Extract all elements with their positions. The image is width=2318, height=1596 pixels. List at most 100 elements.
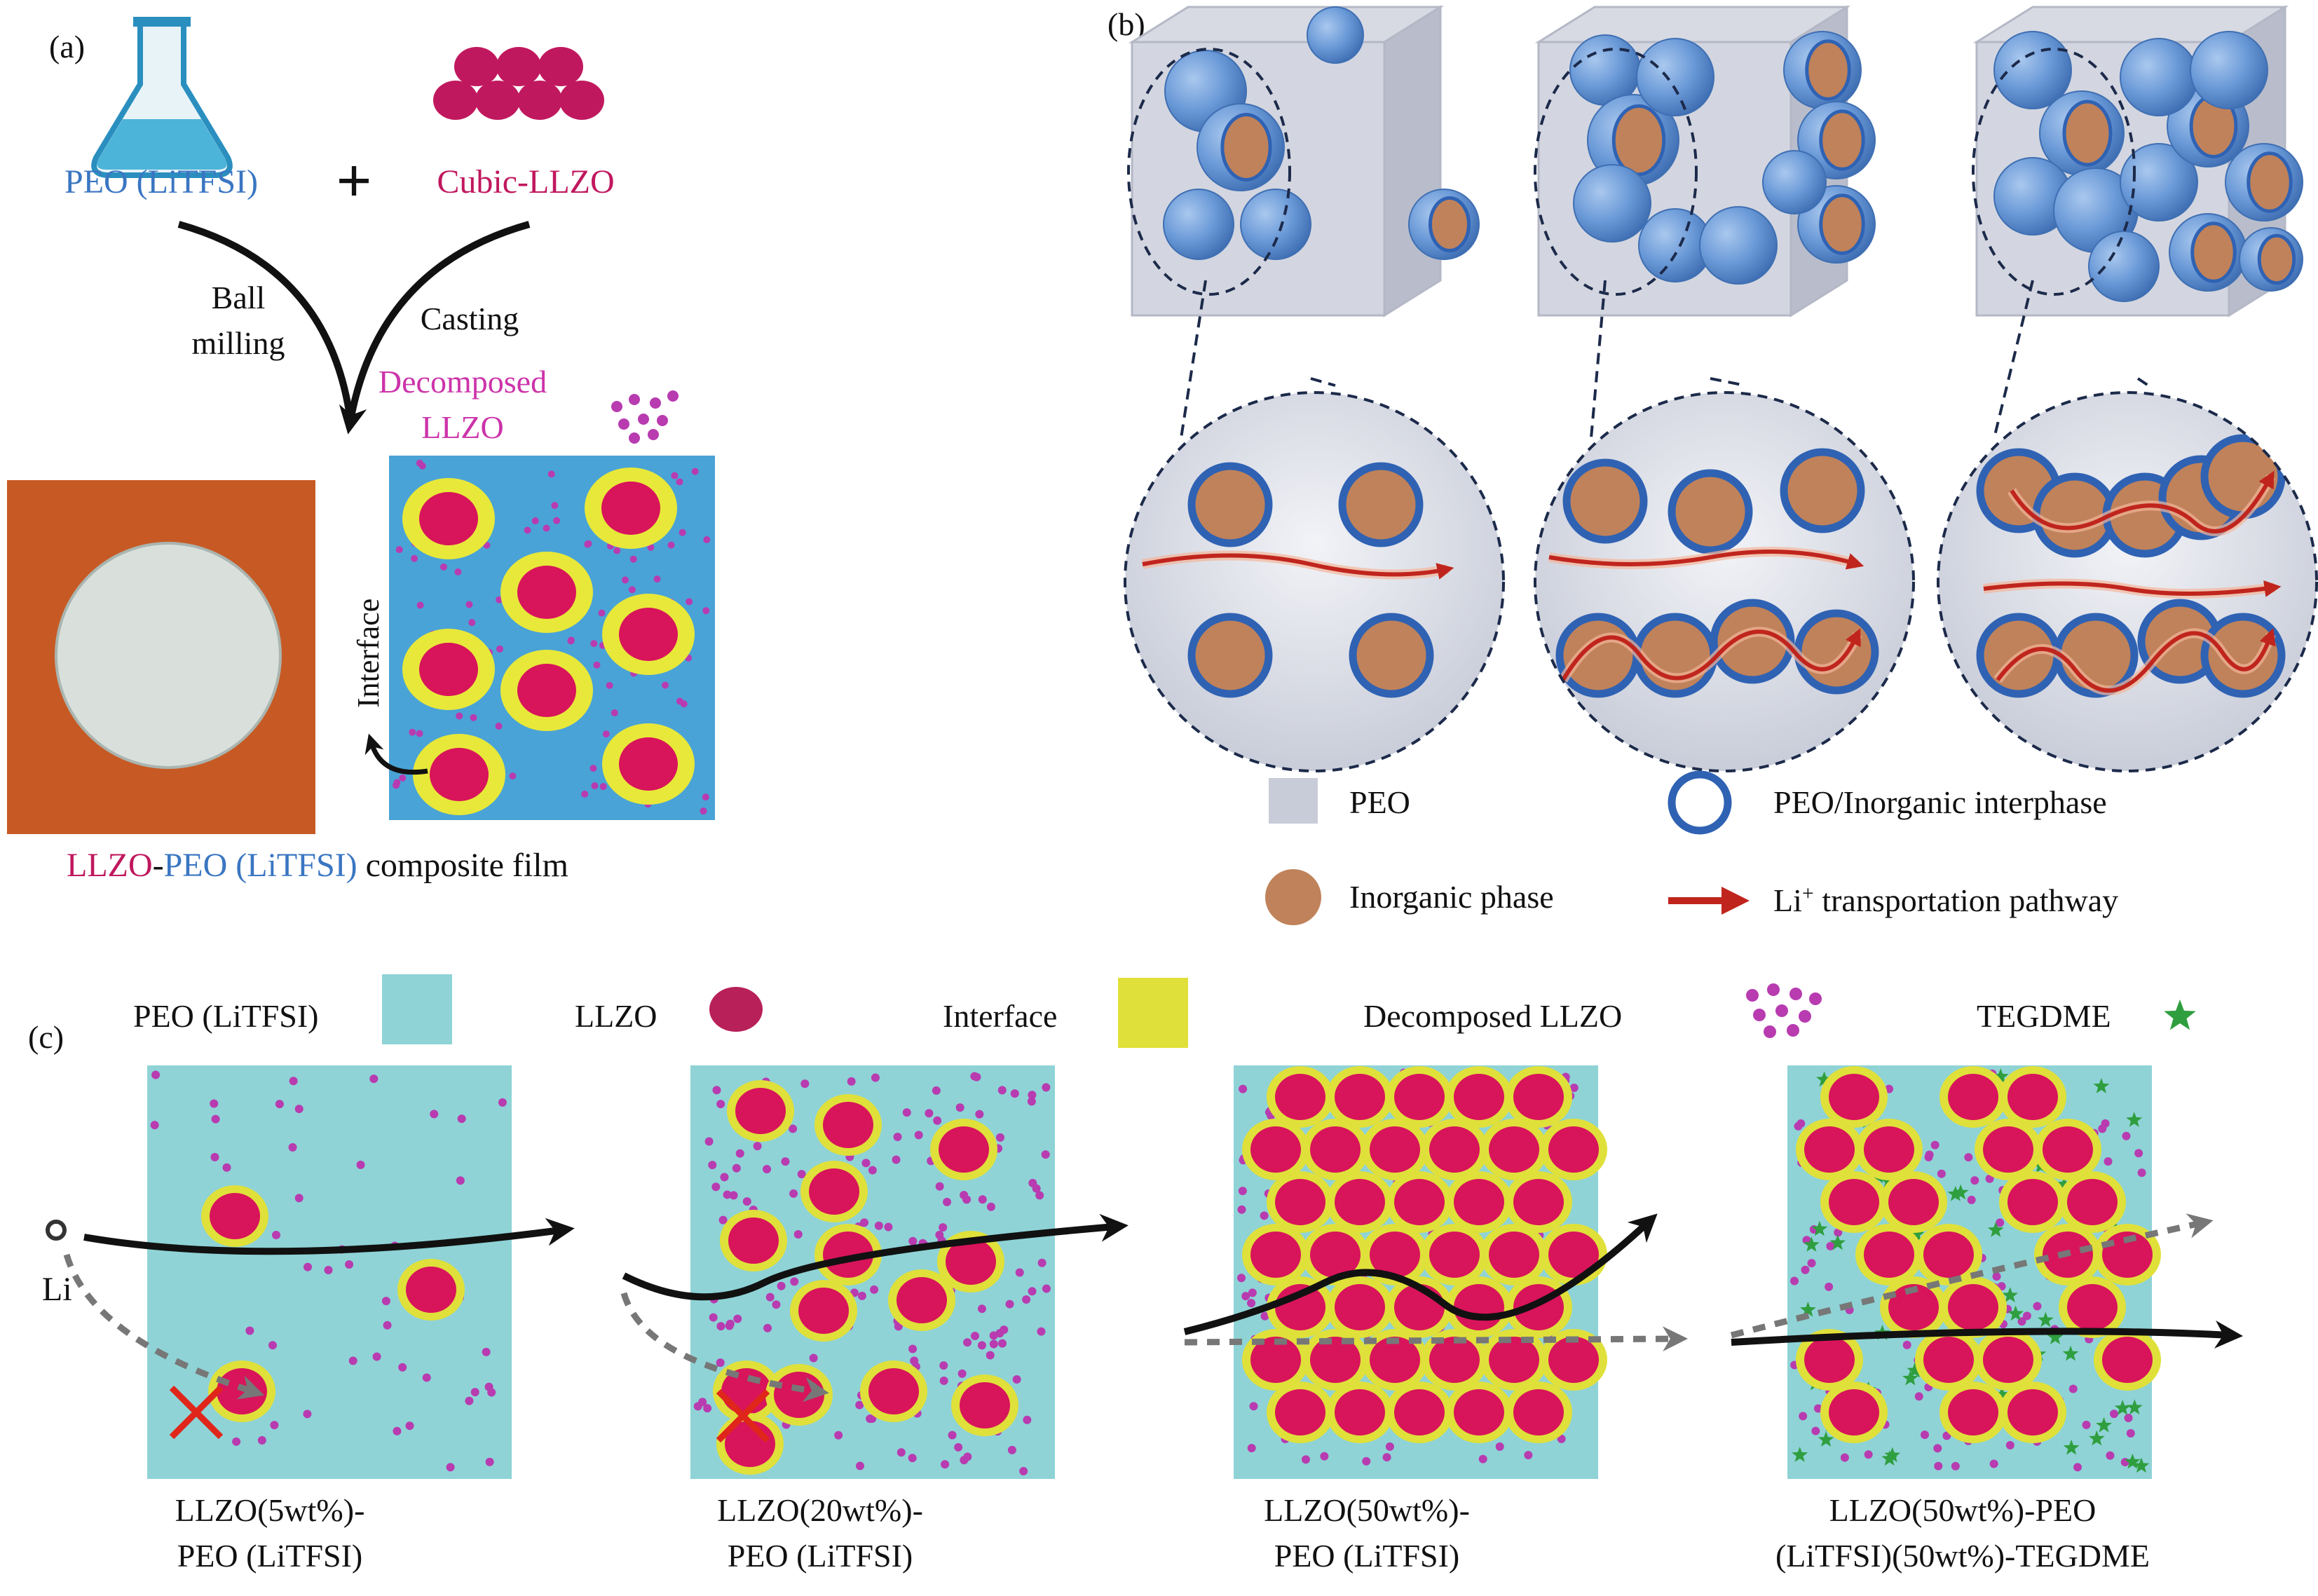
decomposed-dot — [602, 730, 610, 738]
llzo-particle — [1454, 1074, 1504, 1120]
decomposed-dot — [496, 645, 503, 653]
tegdme-star — [1952, 1184, 1969, 1200]
decomposed-dot — [793, 1230, 803, 1239]
decomposed-dot — [551, 502, 559, 510]
decomposed-dot — [598, 609, 606, 617]
decomposed-dot — [294, 1105, 304, 1114]
decomposed-dot — [524, 526, 531, 534]
decomposed-dot — [667, 541, 675, 549]
llzo-particle — [419, 492, 478, 545]
decomposed-dot — [531, 517, 539, 525]
llzo-particle — [1250, 1126, 1301, 1173]
tegdme-star — [2088, 1430, 2105, 1446]
decomposed-dot — [963, 1338, 972, 1347]
decomposed-dot — [763, 1164, 772, 1173]
decomposed-dot — [943, 1197, 952, 1206]
decomposed-dot — [245, 1326, 254, 1335]
llzo-particle — [1335, 1284, 1385, 1330]
zoom-line — [2136, 377, 2150, 387]
decomposed-dot — [294, 1194, 304, 1203]
decomposed-dot — [606, 681, 613, 689]
decomposed-dot — [411, 554, 418, 562]
zoom-line — [1310, 377, 1336, 387]
peo-cube — [1127, 5, 1480, 318]
peo-background — [1125, 393, 1504, 771]
decomposed-dot — [1921, 1431, 1930, 1440]
decomposed-dot — [1495, 1442, 1504, 1451]
llzo-particle — [1983, 1337, 2033, 1383]
llzo-particle — [1310, 1337, 1361, 1383]
tegdme-star — [2125, 1453, 2141, 1469]
decomposed-dot — [939, 1361, 948, 1370]
inorganic-particle — [1668, 469, 1753, 554]
li-path — [1731, 1320, 2243, 1349]
caption-3-line-1: LLZO(50wt%)- — [1264, 1492, 1470, 1528]
decomposed-dot — [723, 1190, 732, 1199]
inorganic-particle — [2200, 613, 2286, 698]
llzo-particle — [517, 664, 576, 717]
decomposed-dot — [2005, 1440, 2014, 1450]
zoom-line — [1993, 280, 2034, 439]
llzo-particle — [1923, 1337, 1974, 1383]
decomposed-dot — [1028, 1091, 1037, 1100]
decomposed-dot — [857, 1291, 866, 1300]
llzo-particle — [1250, 1337, 1301, 1383]
decomposed-dot — [468, 619, 476, 627]
llzo-particle — [1489, 1126, 1539, 1173]
tegdme-star — [2126, 1399, 2143, 1414]
li-pathway — [1996, 627, 2276, 693]
decomposed-dot — [866, 1414, 875, 1424]
li-sup: + — [1802, 882, 1814, 905]
decomposed-dot — [772, 1300, 781, 1309]
decomposed-dot — [1248, 1288, 1257, 1297]
decomposed-dot — [2022, 1311, 2031, 1321]
decomposed-dot — [1035, 1191, 1044, 1200]
llzo-particle — [619, 737, 678, 791]
decomposed-dot — [1042, 1284, 1051, 1293]
legend-c-tegdme: TEGDME — [1977, 998, 2111, 1034]
peo-background — [1535, 393, 1914, 771]
decomposed-dot — [977, 1341, 986, 1350]
inorganic-particle — [1562, 458, 1648, 544]
tegdme-star — [1818, 1431, 1834, 1447]
decomposed-dot — [543, 524, 550, 532]
llzo-particle — [1548, 1232, 1599, 1278]
decomposed-dot — [622, 576, 629, 584]
li-prefix: Li — [1773, 882, 1802, 918]
sphere-cross-section — [1611, 104, 1666, 177]
decomposed-dot — [908, 1454, 917, 1463]
sphere-cross-section — [1220, 113, 1272, 182]
llzo-particle — [2067, 1179, 2118, 1225]
legend-peo: PEO — [1349, 784, 1410, 820]
decomposed-dot — [498, 1098, 507, 1107]
sphere-cross-section — [1819, 193, 1865, 255]
legend-c-decomposed: Decomposed LLZO — [1363, 998, 1622, 1034]
decomposed-dot — [1834, 1228, 1843, 1237]
decomposed-dot — [978, 1195, 987, 1204]
sphere-cross-section — [2062, 100, 2113, 167]
decomposed-dot — [763, 1323, 772, 1332]
tegdme-star — [1800, 1301, 1816, 1317]
tegdme-star — [2114, 1400, 2131, 1415]
decomposed-dot — [954, 1442, 963, 1452]
decomposed-dot — [416, 730, 423, 737]
llzo-particle — [210, 1193, 260, 1239]
decomposed-dot — [289, 1077, 298, 1086]
llzo-particle — [1548, 1337, 1599, 1383]
circle-border — [1937, 391, 2318, 772]
decomposed-dot — [1996, 1218, 2005, 1227]
decomposed-dot — [1320, 1452, 1329, 1461]
tegdme-star — [1881, 1450, 1898, 1466]
decomposed-dot — [2124, 1414, 2133, 1423]
decomposed-dot — [998, 1339, 1007, 1348]
decomposed-dot — [1970, 1176, 1979, 1185]
llzo-particle — [1548, 1126, 1599, 1173]
decomposed-dot — [1023, 1415, 1032, 1424]
interphase-swatch — [1668, 770, 1732, 835]
decomposed-dot — [860, 1218, 869, 1227]
llzo-particle — [1983, 1126, 2033, 1173]
llzo-particle — [1310, 1126, 1361, 1173]
decomposed-dot — [567, 636, 575, 644]
decomposed-dot — [348, 1356, 357, 1365]
plus-sign: + — [336, 146, 371, 216]
